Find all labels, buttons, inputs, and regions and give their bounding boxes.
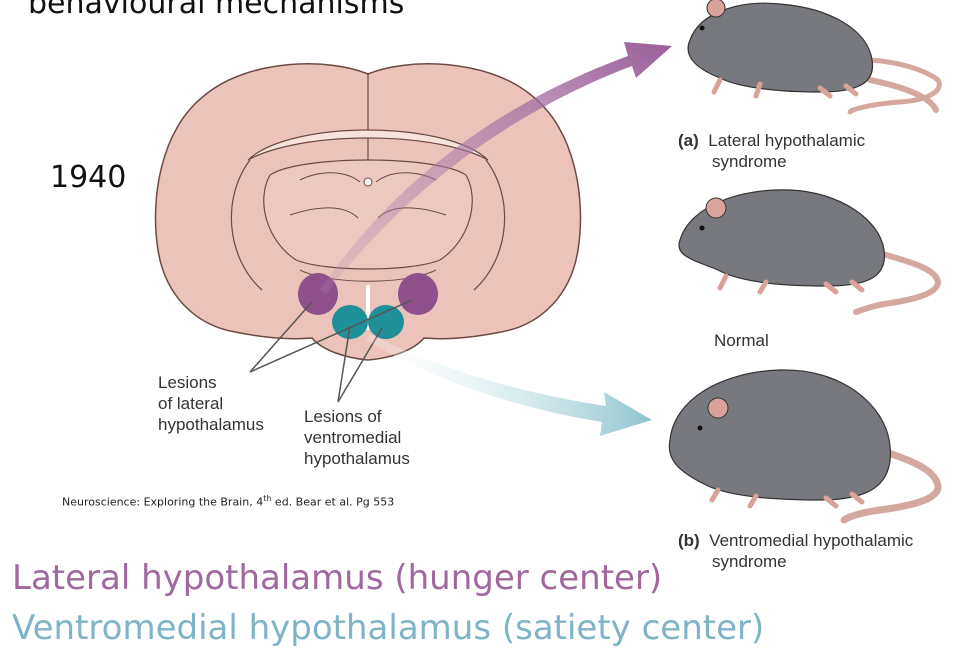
citation-superscript: th (263, 494, 272, 503)
rat-b-ear (707, 397, 729, 419)
rat-b-tail (840, 446, 942, 524)
label-vmh-lesions: Lesions of ventromedial hypothalamus (304, 406, 410, 469)
year-label: 1940 (50, 160, 127, 195)
summary-lateral: Lateral hypothalamus (hunger center) (12, 558, 663, 598)
rat-vmh-syndrome (668, 369, 942, 524)
label-vmh-line-2: ventromedial (304, 428, 402, 447)
summary-ventromedial: Ventromedial hypothalamus (satiety cente… (12, 608, 765, 648)
rat-normal-feet (717, 273, 865, 295)
caption-a-letter: (a) (678, 131, 699, 150)
caption-b-line-1: Ventromedial hypothalamic (709, 531, 914, 550)
slide-heading: behavioural mechanisms (28, 0, 405, 21)
thalamus (263, 159, 473, 270)
rat-b-body (668, 369, 891, 501)
lesion-vmh-right (368, 305, 404, 339)
pointer-lines (249, 299, 413, 403)
label-lateral-line-1: Lesions (158, 373, 217, 392)
caption-b-line-2: syndrome (712, 552, 787, 571)
arrow-vmh (366, 334, 652, 436)
rat-normal-body (678, 189, 886, 287)
lesion-vmh-left (332, 305, 368, 339)
rat-a-tail-base (867, 77, 939, 113)
caption-a: (a) Lateral hypothalamic syndrome (678, 130, 865, 172)
citation: Neuroscience: Exploring the Brain, 4th e… (62, 494, 394, 509)
rat-b-feet (709, 487, 865, 509)
caption-a-line-2: syndrome (712, 152, 787, 171)
label-vmh-line-1: Lesions of (304, 407, 382, 426)
rat-a-tail (847, 57, 942, 115)
pointer-lateral-right (249, 299, 413, 373)
label-vmh-line-3: hypothalamus (304, 449, 410, 468)
caption-a-line-1: Lateral hypothalamic (708, 131, 866, 150)
thalamus-fold-left-2 (289, 207, 359, 219)
label-lateral-line-3: hypothalamus (158, 415, 264, 434)
third-ventricle-top (363, 177, 373, 187)
rat-lateral-syndrome (687, 0, 942, 115)
label-lateral-lesions: Lesions of lateral hypothalamus (158, 372, 264, 435)
cortex-inner-right (473, 159, 506, 291)
label-lateral-line-2: of lateral (158, 394, 224, 413)
rat-a-eye (699, 25, 705, 31)
rat-normal-tail (853, 247, 942, 315)
rat-normal-ear (705, 197, 727, 219)
rat-a-feet (711, 77, 859, 99)
pointer-lateral-left (249, 301, 313, 373)
lesion-lateral-right (398, 273, 438, 315)
pointer-vmh-left (337, 325, 351, 403)
cortex-inner-left (230, 159, 263, 291)
arrow-lateral (320, 42, 672, 294)
rat-a-ear (706, 0, 726, 18)
rat-b-eye (697, 425, 703, 431)
thalamus-fold-left (299, 172, 361, 183)
caption-b: (b) Ventromedial hypothalamic syndrome (678, 530, 913, 572)
citation-text-end: ed. Bear et al. Pg 553 (271, 495, 395, 509)
rat-normal (678, 189, 942, 315)
citation-text: Neuroscience: Exploring the Brain, 4 (62, 495, 264, 509)
caption-b-letter: (b) (678, 531, 700, 550)
caption-normal: Normal (714, 331, 769, 350)
rat-normal-eye (699, 225, 705, 231)
